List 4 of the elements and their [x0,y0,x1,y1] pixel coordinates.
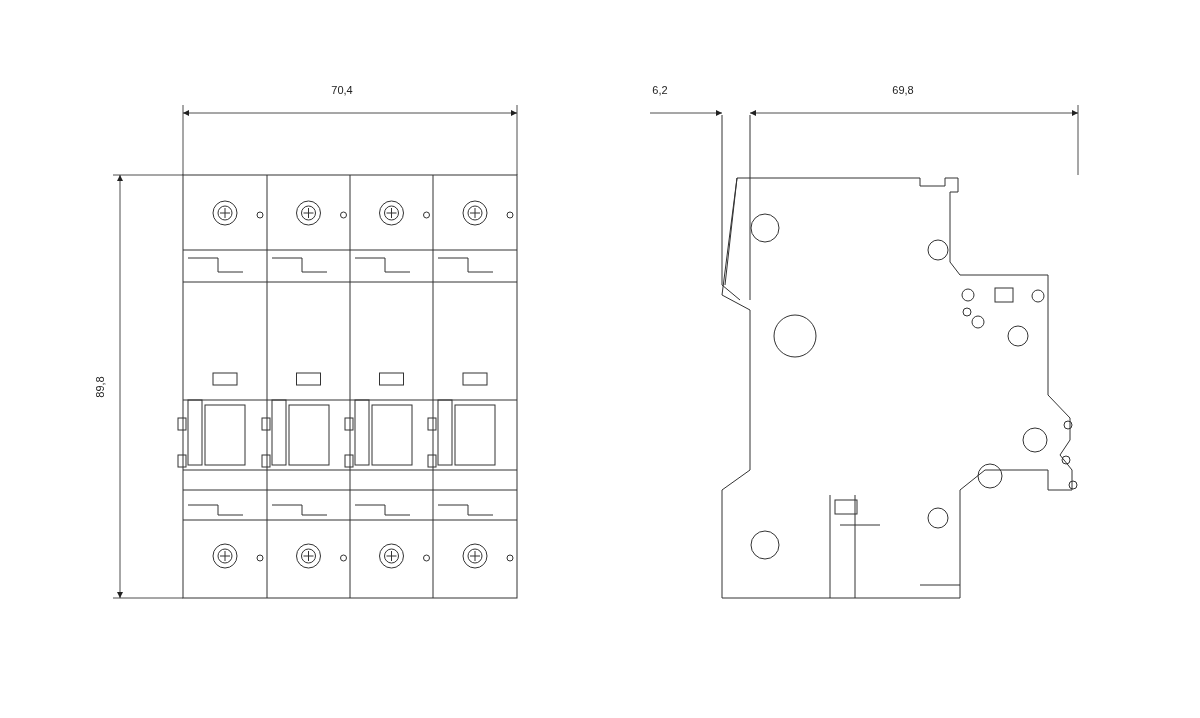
dimension-value: 69,8 [892,84,914,96]
dimension-value: 70,4 [331,84,353,96]
dimension-value: 89,8 [94,376,106,398]
dimension-value: 6,2 [652,84,668,96]
